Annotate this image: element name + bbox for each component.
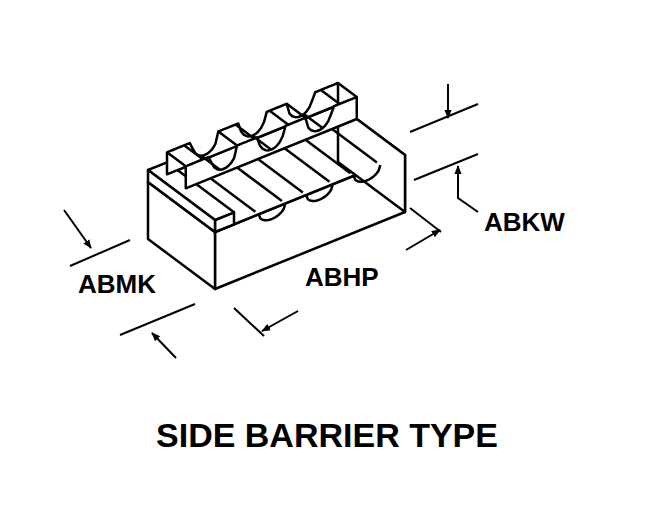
ridge-shading xyxy=(304,114,323,128)
ridge-shading xyxy=(270,111,289,125)
dimension-arrow xyxy=(406,230,440,250)
dimension-arrow xyxy=(458,166,478,212)
dimension-arrow xyxy=(447,84,449,118)
cable-channel xyxy=(210,178,255,212)
ridge-shading xyxy=(201,156,220,170)
cable-channel xyxy=(259,204,286,221)
extension-line xyxy=(410,208,441,232)
extension-line xyxy=(234,308,264,336)
dimension-arrow xyxy=(262,311,298,331)
dimension-arrow xyxy=(64,210,91,248)
caption: SIDE BARRIER TYPE xyxy=(156,418,498,452)
barrier-ridge xyxy=(186,97,357,188)
extension-line xyxy=(120,304,195,335)
extension-line xyxy=(414,154,478,180)
ridge-shading xyxy=(184,145,203,159)
ridge-shading xyxy=(167,152,186,166)
dimension-label: ABMK xyxy=(78,271,156,297)
cable-channel xyxy=(306,184,333,201)
ridge-shading xyxy=(218,132,237,146)
extension-line xyxy=(410,104,478,132)
ridge-shading xyxy=(338,83,357,97)
ridge-shading xyxy=(235,125,254,139)
ridge-shading xyxy=(287,104,306,118)
cable-channel xyxy=(354,165,381,182)
dimension-arrow xyxy=(152,333,176,358)
ridge-shading xyxy=(253,136,272,150)
cable-channel xyxy=(332,129,377,163)
dimension-label: ABHP xyxy=(305,264,379,290)
cable-channel xyxy=(305,140,350,174)
ridge-shading xyxy=(321,90,340,104)
extension-line xyxy=(70,240,130,266)
dimension-label: ABKW xyxy=(484,209,565,235)
cable-channel xyxy=(258,159,303,193)
